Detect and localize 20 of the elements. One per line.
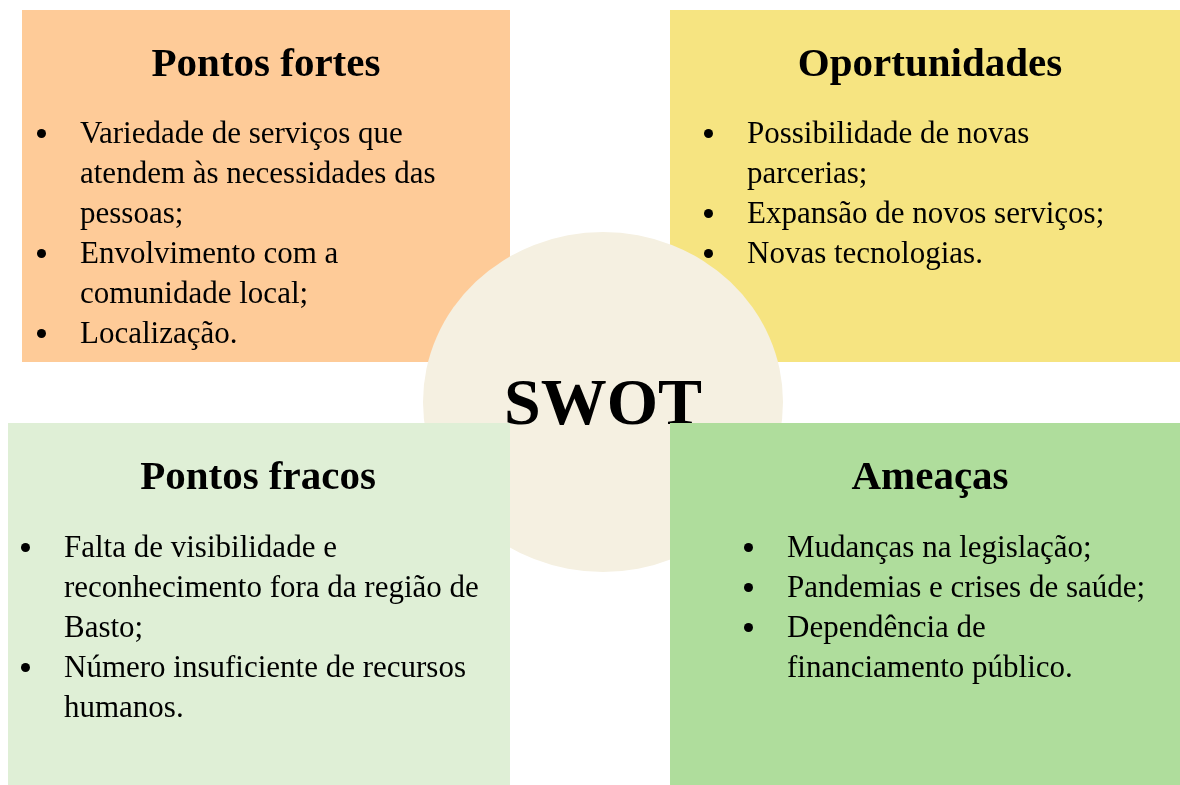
bullet-item: Possibilidade de novas parcerias; — [747, 114, 1031, 192]
bullet-item: Dependência de financiamento público. — [787, 608, 1074, 686]
bullet-item: Envolvimento com a comunidade local; — [80, 234, 340, 312]
quadrant-heading: Pontos fortes — [151, 40, 381, 84]
bullet-item: Localização. — [80, 314, 239, 352]
quadrant-panel — [670, 10, 1180, 362]
bullet-item: Pandemias e crises de saúde; — [787, 568, 1147, 606]
quadrant-panel — [670, 423, 1180, 785]
bullet-item: Novas tecnologias. — [747, 234, 984, 272]
quadrant-heading: Pontos fracos — [140, 453, 376, 497]
bullet-item: Expansão de novos serviços; — [747, 194, 1106, 232]
bullet-item: Variedade de serviços que atendem às necessidades das pessoas; — [80, 114, 437, 232]
quadrant-panel — [8, 423, 510, 785]
center-title: SWOT — [503, 366, 703, 438]
quadrant-heading: Ameaças — [851, 453, 1009, 497]
quadrant-heading: Oportunidades — [797, 40, 1063, 84]
quadrant-panel — [22, 10, 510, 362]
bullet-item: Mudanças na legislação; — [787, 528, 1093, 566]
bullet-item: Falta de visibilidade e reconhecimento fora da região de Basto; — [64, 528, 480, 646]
bullet-item: Número insuficiente de recursos humanos. — [64, 648, 467, 726]
